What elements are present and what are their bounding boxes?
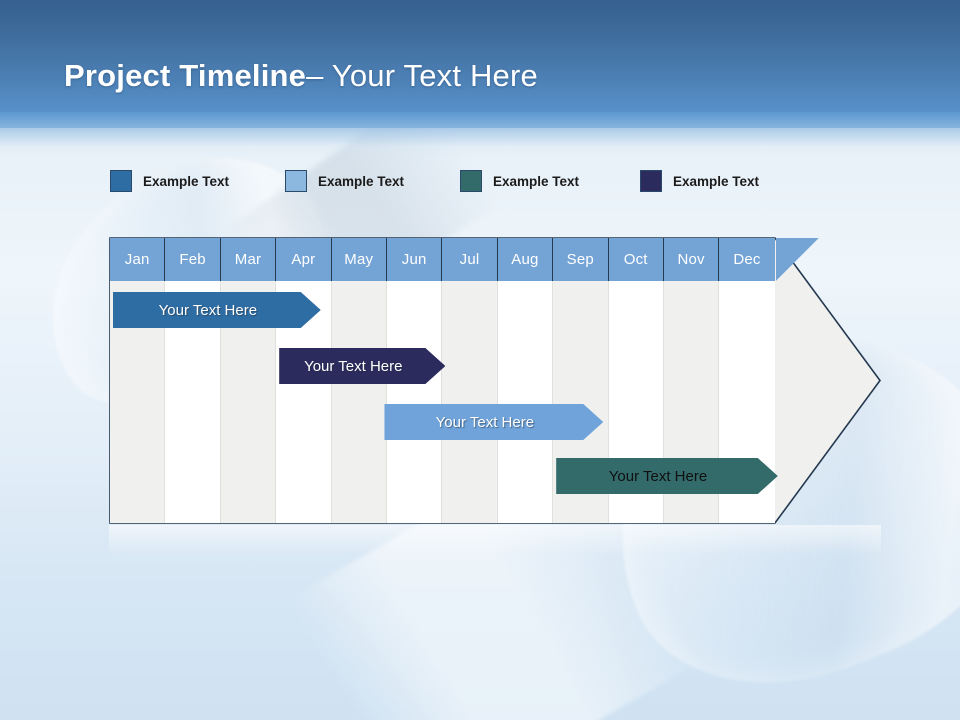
legend-item-1[interactable]: Example Text <box>110 168 229 194</box>
month-header-cell: Aug <box>497 238 554 281</box>
legend: Example Text Example Text Example Text E… <box>110 168 810 194</box>
legend-item-label: Example Text <box>673 173 760 189</box>
month-header-cell: Jan <box>110 238 166 281</box>
header-band <box>0 0 960 128</box>
task-bar[interactable]: Your Text Here <box>384 404 603 440</box>
legend-item-label: Example Text <box>318 173 405 189</box>
legend-item-4[interactable]: Example Text <box>640 168 759 194</box>
chart-reflection <box>109 525 881 555</box>
legend-item-label: Example Text <box>493 173 580 189</box>
task-bar-label: Your Text Here <box>304 357 403 375</box>
page-title-strong: Project Timeline <box>64 58 307 93</box>
task-bar[interactable]: Your Text Here <box>113 292 321 328</box>
task-bar-label: Your Text Here <box>435 413 535 431</box>
month-column <box>497 281 554 523</box>
month-header-cell: Nov <box>663 238 720 281</box>
page-title-light: – Your Text Here <box>306 58 538 93</box>
legend-swatch-icon <box>640 170 662 192</box>
month-column <box>331 281 387 523</box>
legend-swatch-icon <box>460 170 482 192</box>
legend-item-3[interactable]: Example Text <box>460 168 579 194</box>
header-fade <box>0 112 960 158</box>
legend-swatch-icon <box>110 170 132 192</box>
task-bar-label: Your Text Here <box>608 467 708 485</box>
month-column <box>442 281 498 523</box>
month-header-cell: Sep <box>553 238 609 281</box>
month-header-cell: May <box>331 238 387 281</box>
task-bar[interactable]: Your Text Here <box>279 348 445 384</box>
page-title: Project Timeline– Your Text Here <box>64 58 538 94</box>
task-bar-label: Your Text Here <box>158 301 258 319</box>
month-header-cell: Dec <box>719 238 775 281</box>
month-header-cell: Oct <box>608 238 664 281</box>
month-column <box>386 281 443 523</box>
legend-item-label: Example Text <box>143 173 230 189</box>
month-header-cell: Feb <box>165 238 221 281</box>
month-header-cell: Apr <box>276 238 332 281</box>
month-header-cell: Jul <box>442 238 498 281</box>
month-header-cell: Jun <box>386 238 443 281</box>
legend-item-2[interactable]: Example Text <box>285 168 404 194</box>
task-bar[interactable]: Your Text Here <box>556 458 778 494</box>
legend-swatch-icon <box>285 170 307 192</box>
month-header-cell: Mar <box>220 238 277 281</box>
